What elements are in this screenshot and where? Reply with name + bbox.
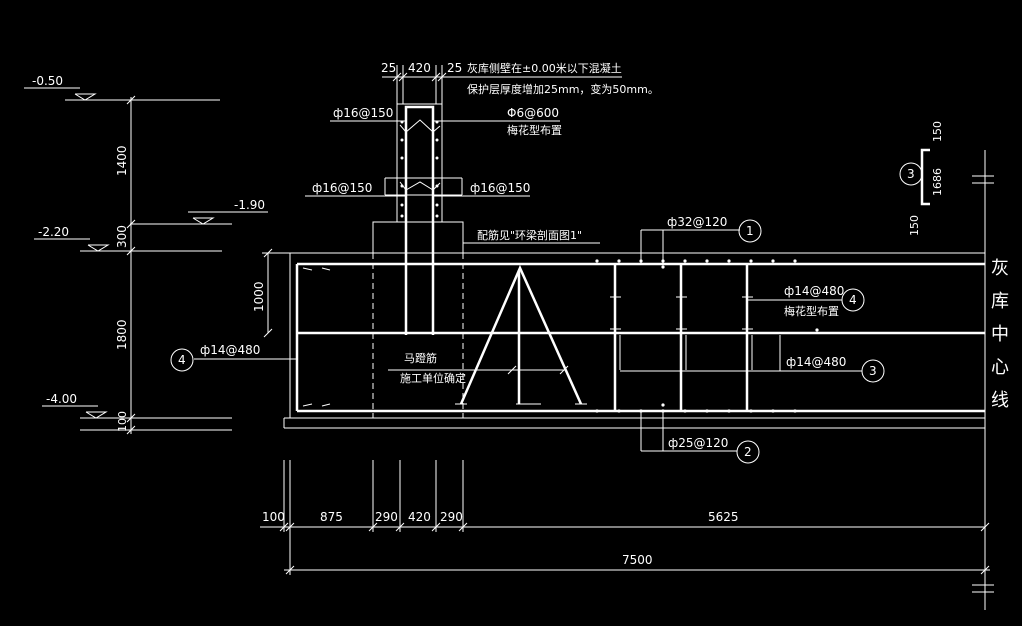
cover-note-line2: 保护层厚度增加25mm，变为50mm。 <box>467 82 659 96</box>
stirrup-label: ф14@480 <box>786 355 846 369</box>
elevation-label: -4.00 <box>46 392 77 406</box>
marker-4-left-label: 4 <box>178 353 186 367</box>
left-bar-label: ф14@480 <box>200 343 260 357</box>
bottom-dim: 290 <box>440 510 463 524</box>
wall-top-rebar-label: ф16@150 <box>333 106 393 120</box>
cover-note-line1: 灰库侧壁在±0.00米以下混凝土 <box>467 61 622 75</box>
dim-100: 100 <box>116 411 129 432</box>
top-dims: 25 420 25 灰库侧壁在±0.00米以下混凝土 保护层厚度增加25mm，变… <box>381 61 659 104</box>
bottom-bar-dots <box>595 403 797 413</box>
marker-1-label: 1 <box>746 224 754 238</box>
top-bar-dots <box>595 259 819 332</box>
dim-1800: 1800 <box>115 319 129 350</box>
marker-4-right-label: 4 <box>849 293 857 307</box>
bottom-dim: 5625 <box>708 510 739 524</box>
centerline-char: 灰 <box>991 258 1009 279</box>
elevation-label: -0.50 <box>32 74 63 88</box>
wall-right-rebar-label: ф16@150 <box>470 181 530 195</box>
bottom-bar-label: ф25@120 <box>668 436 728 450</box>
centerline-char: 库 <box>991 291 1009 312</box>
detail-dim-mid: 1686 <box>931 168 944 196</box>
detail-dim-bot: 150 <box>908 215 921 236</box>
slab-rebar-labels: ф32@120 1 ф14@480 梅花型布置 4 ф14@480 3 ф14@… <box>170 215 885 464</box>
tie-note: 梅花型布置 <box>507 123 562 137</box>
top-dim: 25 <box>447 61 462 75</box>
base-slab: 马蹬筋 施工单位确定 <box>283 252 985 429</box>
marker-2 <box>736 440 760 464</box>
horse-stool-label: 马蹬筋 <box>404 351 437 365</box>
centerline-char: 中 <box>991 324 1009 345</box>
dim-1400: 1400 <box>115 145 129 176</box>
marker-3-label: 3 <box>869 364 877 378</box>
tie-rebar-label: Φ6@600 <box>507 106 559 120</box>
middle-bar-note: 梅花型布置 <box>784 304 839 318</box>
top-dim: 25 <box>381 61 396 75</box>
bottom-dim: 100 <box>262 510 285 524</box>
detail-3: 3 150 1686 150 <box>899 121 944 236</box>
elevation-label: -1.90 <box>234 198 265 212</box>
bottom-dim: 290 <box>375 510 398 524</box>
marker-4-left <box>170 348 194 372</box>
dim-300: 300 <box>115 225 129 248</box>
dim-1000: 1000 <box>252 281 266 312</box>
centerline-char: 心 <box>991 357 1009 378</box>
marker-3 <box>861 359 885 383</box>
wall <box>372 103 464 335</box>
elevation-marks: -0.50 -1.90 -2.20 -4.00 <box>24 74 268 431</box>
left-vertical-dims: 1400 300 1800 100 1000 <box>115 95 290 435</box>
bottom-dims: 100 875 290 420 290 5625 7500 <box>260 460 990 575</box>
elevation-label: -2.20 <box>38 225 69 239</box>
bottom-dim: 420 <box>408 510 431 524</box>
wall-left-rebar-label: ф16@150 <box>312 181 372 195</box>
top-dim: 420 <box>408 61 431 75</box>
ring-beam-note: 配筋见"环梁剖面图1" <box>477 228 582 242</box>
marker-1 <box>738 219 762 243</box>
horse-stool-note: 施工单位确定 <box>400 371 466 385</box>
total-dim: 7500 <box>622 553 653 567</box>
marker-4-right <box>841 288 865 312</box>
wall-rebar-labels: ф16@150 Φ6@600 梅花型布置 ф16@150 ф16@150 配筋见… <box>305 106 600 244</box>
marker-2-label: 2 <box>744 445 752 459</box>
top-bar-label: ф32@120 <box>667 215 727 229</box>
centerline: 灰 库 中 心 线 <box>972 150 1009 610</box>
bottom-dim: 875 <box>320 510 343 524</box>
centerline-char: 线 <box>991 390 1009 411</box>
detail-dim-top: 150 <box>931 121 944 142</box>
marker-3-detail-label: 3 <box>907 167 915 181</box>
middle-bar-label: ф14@480 <box>784 284 844 298</box>
